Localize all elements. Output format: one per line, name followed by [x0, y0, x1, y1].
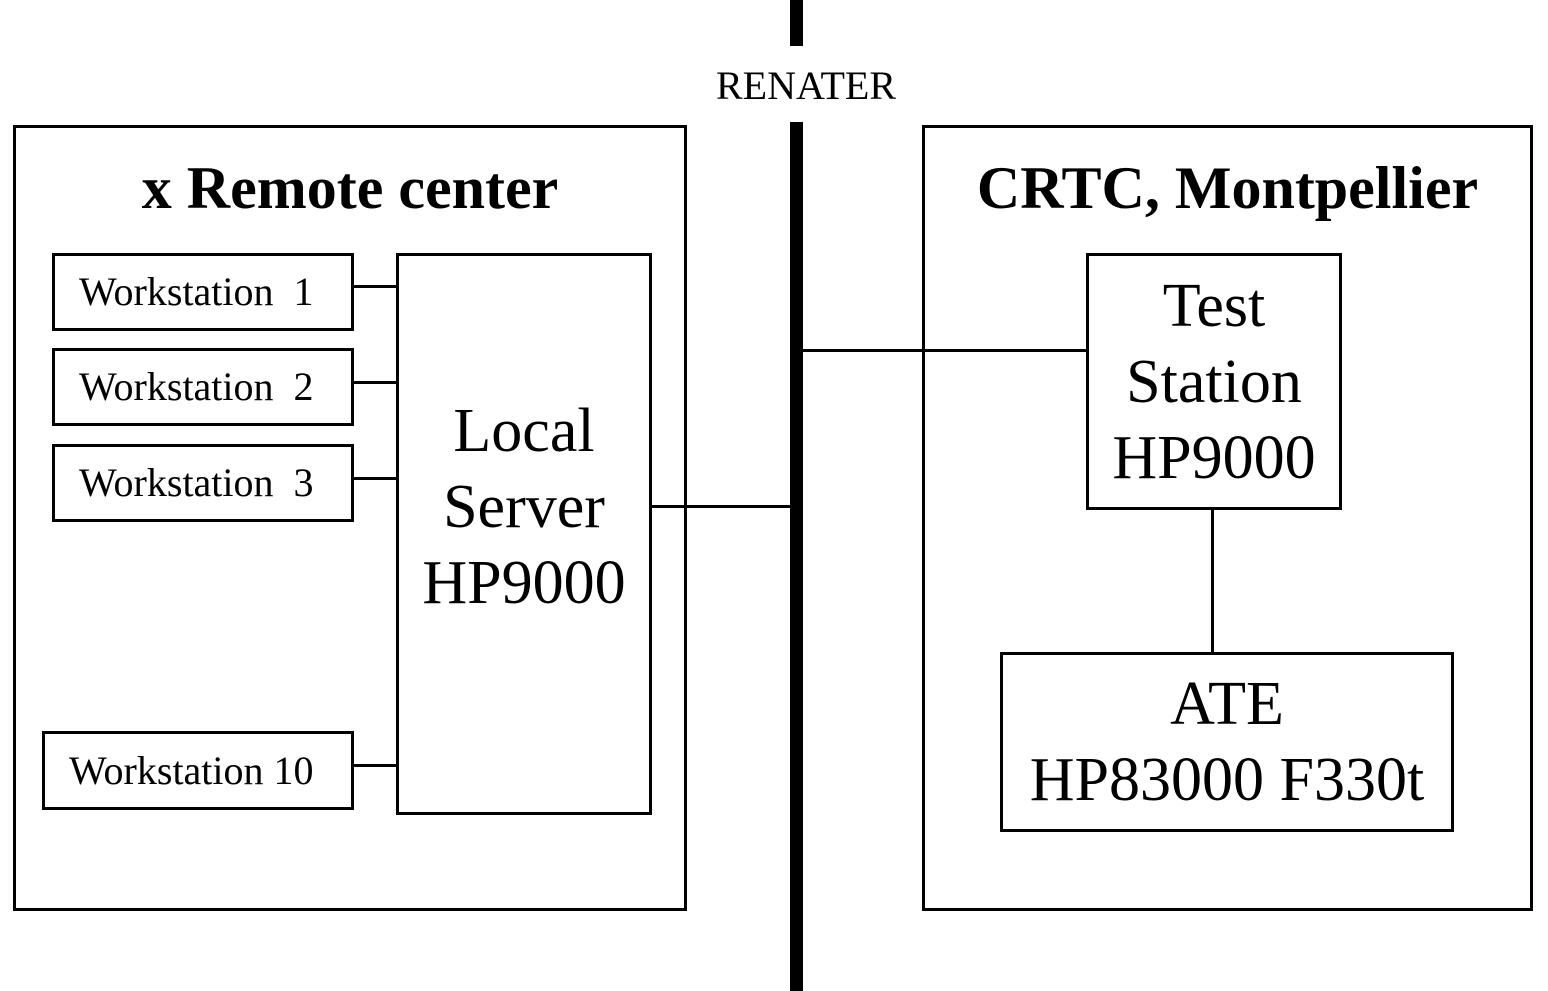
local-server-line2: Server — [443, 472, 605, 541]
workstation-1-label: Workstation 1 — [79, 269, 314, 314]
local-server-box: Local Server HP9000 — [396, 253, 652, 815]
server-renater-link — [652, 505, 792, 508]
ate-line1: ATE — [1170, 670, 1284, 738]
test-station-box: Test Station HP9000 — [1086, 253, 1342, 510]
workstation-2-box: Workstation 2 — [52, 348, 354, 426]
workstation-10-label: Workstation 10 — [69, 747, 314, 793]
local-server-line1: Local — [453, 396, 595, 465]
test-station-line1: Test — [1162, 271, 1266, 340]
connector-ws10-server — [354, 764, 396, 767]
ate-line2: HP83000 F330t — [1029, 746, 1425, 814]
ate-box: ATE HP83000 F330t — [1000, 652, 1454, 832]
workstation-2-label: Workstation 2 — [79, 364, 314, 409]
renater-teststation-link — [801, 349, 1089, 352]
teststation-ate-link — [1211, 510, 1214, 653]
renater-backbone-top — [790, 0, 803, 46]
connector-ws1-server — [354, 285, 396, 288]
local-server-line3: HP9000 — [422, 548, 626, 617]
workstation-3-label: Workstation 3 — [79, 460, 314, 505]
workstation-10-box: Workstation 10 — [42, 731, 354, 810]
renater-backbone — [790, 122, 803, 991]
test-station-line2: Station — [1126, 347, 1302, 416]
connector-ws3-server — [354, 477, 396, 480]
crtc-title: CRTC, Montpellier — [976, 155, 1479, 221]
test-station-line3: HP9000 — [1112, 423, 1316, 492]
remote-center-title: x Remote center — [141, 155, 559, 221]
workstation-1-box: Workstation 1 — [52, 253, 354, 331]
connector-ws2-server — [354, 381, 396, 384]
workstation-3-box: Workstation 3 — [52, 444, 354, 522]
renater-label: RENATER — [716, 63, 896, 108]
